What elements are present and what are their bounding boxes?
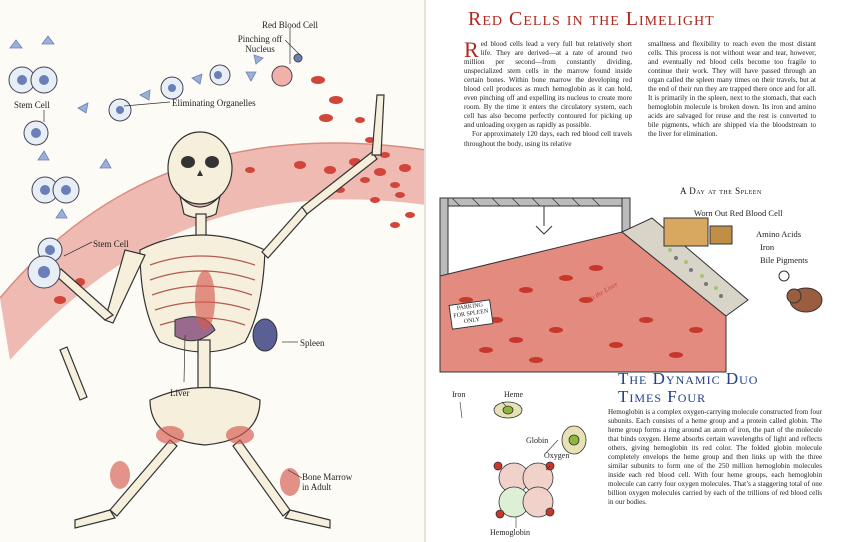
bone-marrow-label: Bone Marrow in Adult bbox=[302, 472, 353, 492]
red-blood-cell-label: Red Blood Cell bbox=[262, 20, 318, 30]
iron-label-molecule: Iron bbox=[452, 390, 466, 399]
section-title-line-2: Times Four bbox=[618, 387, 707, 406]
iron-label-spleen: Iron bbox=[760, 242, 775, 252]
globin-label: Globin bbox=[526, 436, 549, 445]
worn-out-cell-label: Worn Out Red Blood Cell bbox=[694, 208, 783, 218]
article-column-2: smallness and flexibility to reach even … bbox=[648, 40, 816, 139]
article-column-1: R ed blood cells lead a very full but re… bbox=[464, 37, 632, 149]
page-gutter bbox=[424, 0, 427, 542]
amino-acids-label: Amino Acids bbox=[756, 229, 802, 239]
article-paragraph-1: ed blood cells lead a very full but rela… bbox=[464, 40, 632, 130]
page-title: Red Cells in the Limelight bbox=[468, 8, 715, 30]
eliminating-organelles-label: Eliminating Organelles bbox=[172, 98, 256, 108]
spleen-label: Spleen bbox=[300, 338, 325, 348]
skeleton-illustration bbox=[0, 28, 426, 529]
dropcap: R bbox=[464, 37, 479, 62]
heme-label: Heme bbox=[504, 390, 524, 399]
spleen-diagram-title: A Day at the Spleen bbox=[680, 186, 762, 196]
hemoglobin-label: Hemoglobin bbox=[490, 528, 530, 537]
left-page: Red Blood Cell Pinching off Nucleus Stem… bbox=[0, 20, 426, 529]
stem-cell-top-label: Stem Cell bbox=[14, 100, 50, 110]
article-paragraph-2: For approximately 120 days, each red blo… bbox=[464, 130, 632, 148]
stem-cell-mid-label: Stem Cell bbox=[93, 239, 129, 249]
liver-label: Liver bbox=[170, 388, 190, 398]
right-page: Red Cells in the Limelight R ed blood ce… bbox=[426, 0, 850, 542]
oxygen-label: Oxygen bbox=[544, 451, 570, 460]
spleen-factory-illustration bbox=[439, 197, 823, 528]
pinching-off-nucleus-label: Pinching off Nucleus bbox=[237, 34, 283, 54]
section-title-line-1: The Dynamic Duo bbox=[618, 369, 759, 388]
hemoglobin-text: Hemoglobin is a complex oxygen-carrying … bbox=[608, 408, 822, 507]
bile-pigments-label: Bile Pigments bbox=[760, 255, 808, 265]
